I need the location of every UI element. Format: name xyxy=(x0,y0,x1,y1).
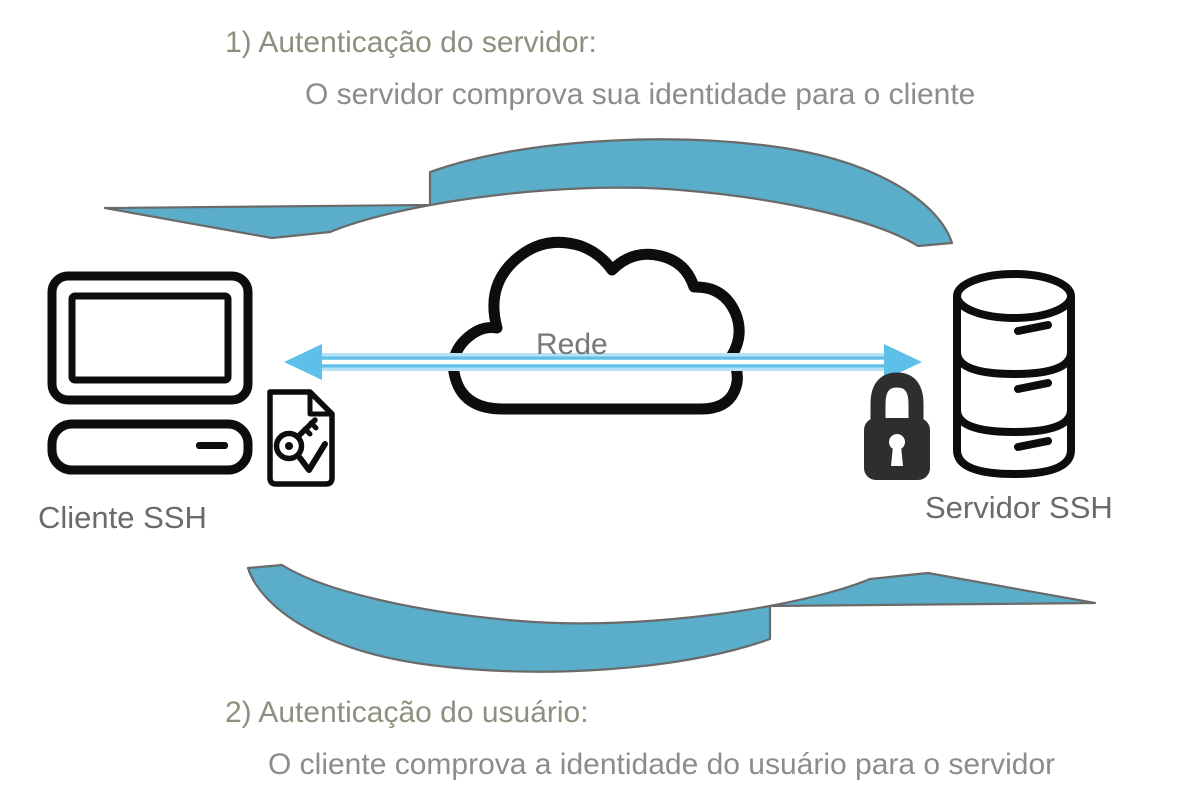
step-1-description: O servidor comprova sua identidade para … xyxy=(305,78,976,111)
network-cloud-label: Rede xyxy=(536,328,608,361)
desktop-computer-icon xyxy=(47,271,253,475)
server-label: Servidor SSH xyxy=(925,490,1113,525)
curved-arrow-left-icon xyxy=(103,138,954,248)
certificate-key-document-icon xyxy=(267,389,335,487)
step-2-description: O cliente comprova a identidade do usuár… xyxy=(268,748,1056,781)
client-label: Cliente SSH xyxy=(38,500,207,535)
step-1-title: 1) Autenticação do servidor: xyxy=(225,26,597,59)
padlock-icon xyxy=(864,372,930,480)
database-server-icon xyxy=(953,270,1075,479)
curved-arrow-right-icon xyxy=(246,563,1097,673)
step-2-title: 2) Autenticação do usuário: xyxy=(225,696,589,729)
cloud-icon xyxy=(448,236,745,415)
bidirectional-arrow-icon xyxy=(284,344,922,380)
